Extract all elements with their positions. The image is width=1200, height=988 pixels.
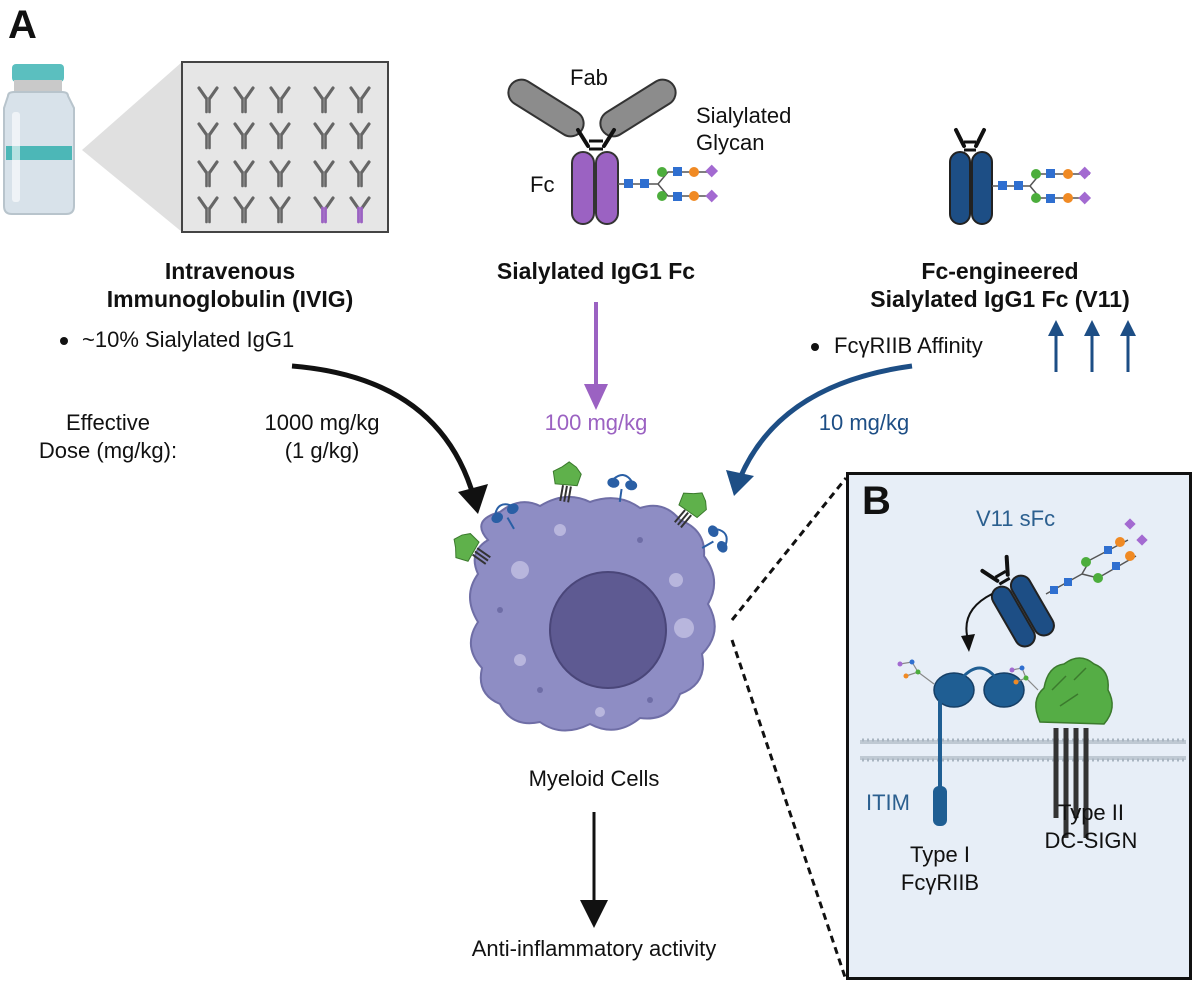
sfc-title: Sialylated IgG1 Fc <box>496 258 696 284</box>
cell-membrane <box>860 738 1186 762</box>
arrow-v11 <box>726 363 913 496</box>
v11-bullet-dot <box>811 343 819 351</box>
arrow-ivig <box>291 363 488 514</box>
type2-line1: Type II <box>1057 800 1125 825</box>
cell-label: Myeloid Cells <box>528 766 660 791</box>
panel-a-letter: A <box>8 3 37 47</box>
ivig-title-line1: Intravenous <box>164 258 296 284</box>
zoom-cone <box>82 62 182 232</box>
v11-fc-icon <box>949 128 1092 225</box>
dc-sign-receptor <box>1009 657 1113 838</box>
v11-sfc-molecule <box>980 554 1055 648</box>
type1-line2: FcγRIIB <box>900 870 980 895</box>
ivig-bullet-dot <box>60 337 68 345</box>
fc-label: Fc <box>530 172 555 197</box>
glycan-label-line2: Glycan <box>696 130 765 155</box>
ivig-title-line2: Immunoglobulin (IVIG) <box>106 286 354 312</box>
glycan-label-line1: Sialylated <box>696 103 792 128</box>
binding-arrow <box>961 593 993 652</box>
type2-line2: DC-SIGN <box>1044 828 1138 853</box>
outcome-label: Anti-inflammatory activity <box>471 936 717 961</box>
v11-dose: 10 mg/kg <box>818 410 910 435</box>
ivig-dose-line2: (1 g/kg) <box>284 438 360 463</box>
sfc-dose: 100 mg/kg <box>544 410 648 435</box>
fab-label: Fab <box>570 65 608 90</box>
callout-line-top <box>730 477 848 621</box>
itim-label: ITIM <box>866 790 910 815</box>
arrow-outcome <box>580 812 608 928</box>
ivig-bullet: ~10% Sialylated IgG1 <box>82 327 295 352</box>
myeloid-cell <box>445 458 735 732</box>
antibody-grid <box>181 61 389 233</box>
affinity-up-arrows <box>1048 320 1136 372</box>
v11-sfc-glycan <box>1045 518 1148 595</box>
callout-line-bottom <box>730 639 848 981</box>
sialylated-fc-icon <box>507 78 719 225</box>
v11-sfc-label: V11 sFc <box>976 506 1056 531</box>
dose-label-line1: Effective <box>66 410 150 435</box>
ivig-dose-line1: 1000 mg/kg <box>264 410 380 435</box>
v11-title-line2: Sialylated IgG1 Fc (V11) <box>870 286 1130 312</box>
panel-b-letter: B <box>862 479 891 523</box>
dose-label-line2: Dose (mg/kg): <box>38 438 178 463</box>
v11-title-line1: Fc-engineered <box>921 258 1079 284</box>
arrow-sfc <box>584 302 608 410</box>
v11-bullet: FcγRIIB Affinity <box>834 333 983 358</box>
vial-icon <box>3 64 75 215</box>
type1-line1: Type I <box>910 842 970 867</box>
